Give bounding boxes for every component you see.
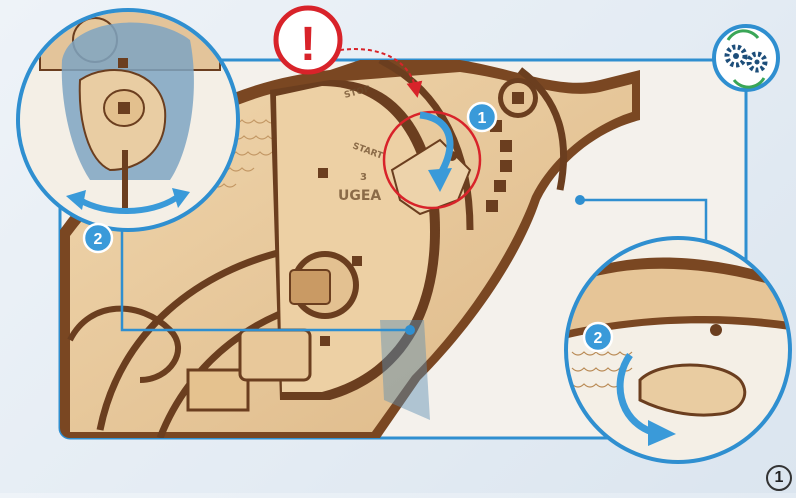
step-1-badge: 1 — [468, 103, 496, 131]
step-2-left-badge: 2 — [84, 224, 112, 252]
gears-icon — [714, 26, 778, 90]
step-1-label: 1 — [478, 110, 487, 127]
page-number: 1 — [766, 465, 792, 491]
step-2-left-label: 2 — [94, 231, 103, 248]
hub-top — [498, 78, 538, 118]
step-2-right-badge: 2 — [584, 323, 612, 351]
warning-symbol: ! — [300, 18, 316, 71]
leader-dot-left — [405, 325, 415, 335]
warning-icon: ! — [276, 8, 340, 72]
step-2-right-label: 2 — [594, 330, 603, 347]
engraving-digit: 3 — [360, 172, 367, 183]
engraving-brand: UGEA — [338, 188, 381, 204]
leader-dot-right — [575, 195, 585, 205]
detail-circle-right — [560, 236, 796, 476]
